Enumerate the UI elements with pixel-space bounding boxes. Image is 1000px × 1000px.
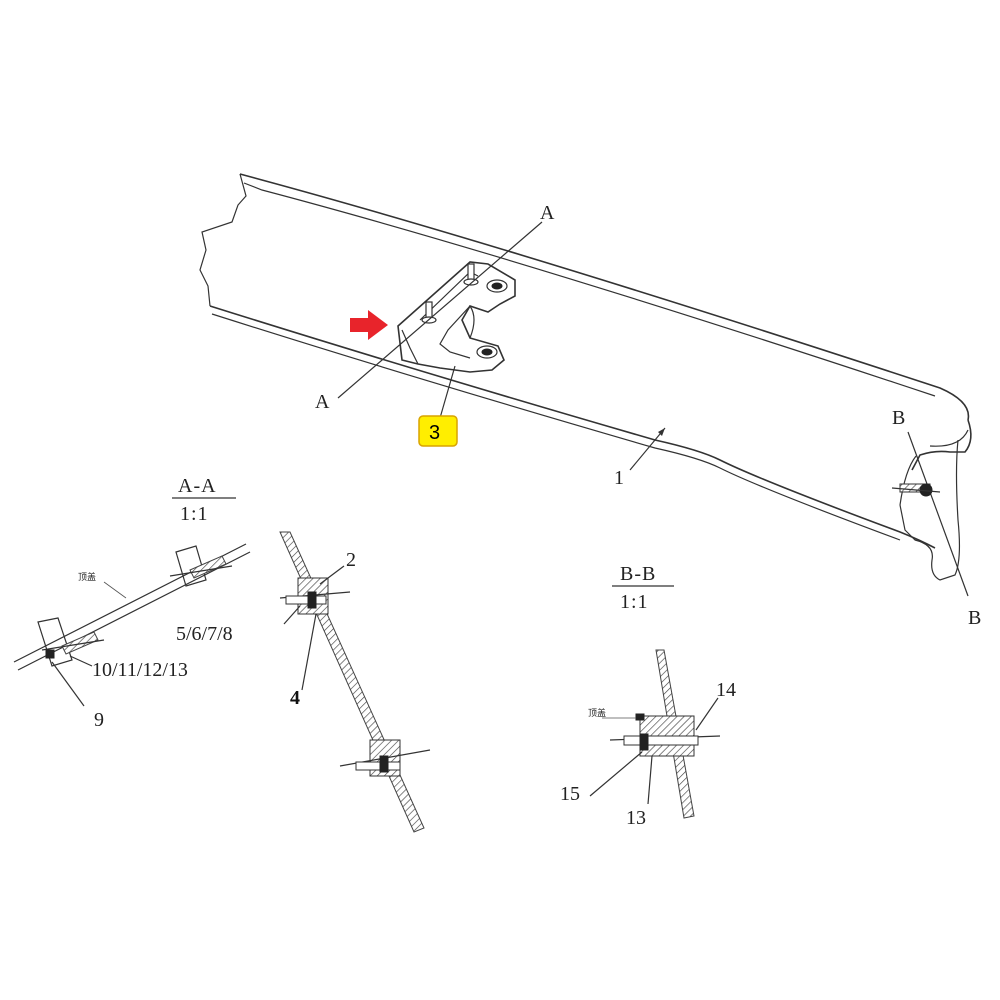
section-bb-assembly [609,649,721,819]
part-1-label: 1 [614,467,624,489]
section-line-a [337,221,543,399]
section-aa-heading: A-A 1:1 [172,475,236,525]
section-aa-steep-assembly [279,531,431,833]
section-a-bottom-label: A [315,391,330,413]
leader-part-4 [301,613,317,691]
leader-part-15 [589,751,643,797]
section-bb-annotation: 顶盖 [588,707,606,719]
callout-part-3-label: 3 [429,422,440,444]
part-15-label: 15 [560,783,580,805]
section-b-top-label: B [892,407,905,429]
leader-part-3 [439,365,456,419]
section-aa-scale: 1:1 [180,503,209,525]
leader-part-1 [629,427,666,471]
section-aa-annotation: 顶盖 [78,571,96,583]
leader-part-14 [695,697,719,731]
section-a-top-label: A [540,202,555,224]
section-b-bottom-label: B [968,607,981,629]
part-5-8-label: 5/6/7/8 [176,623,233,645]
part-10-13-label: 10/11/12/13 [92,659,188,681]
section-b-fastener [891,431,969,597]
roof-panel [199,173,972,581]
leader-part-10-13 [69,655,93,667]
leader-part-2 [319,565,345,585]
mounting-bracket [397,261,516,373]
leader-part-13 [647,755,653,805]
leader-part-5-8 [283,605,301,625]
part-4-label: 4 [290,687,300,709]
leader-annotation-aa [103,581,127,599]
section-aa-left-assembly [13,543,251,671]
section-bb-scale: 1:1 [620,591,649,613]
section-bb-heading: B-B 1:1 [612,563,674,613]
part-13-label: 13 [626,807,646,829]
leader-part-9 [51,661,85,707]
section-aa-title: A-A [178,475,217,497]
callout-part-3[interactable]: 3 [418,415,458,447]
part-2-label: 2 [346,549,356,571]
section-bb-title: B-B [620,563,656,585]
red-arrow-icon [350,310,388,340]
part-9-label: 9 [94,709,104,731]
arrowhead-icon [658,428,665,436]
part-14-label: 14 [716,679,736,701]
